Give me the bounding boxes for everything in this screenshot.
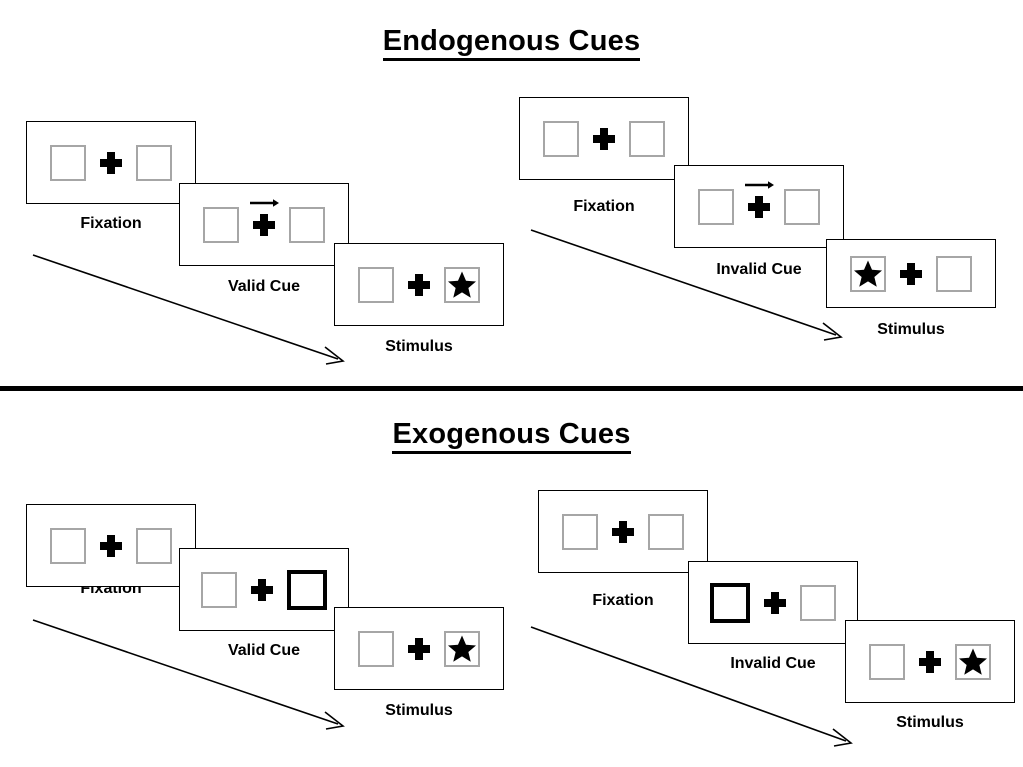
caption-exogenous-valid-stimulus: Stimulus [385,702,453,719]
right-placeholder-box [936,255,972,292]
right-placeholder-box [800,584,836,621]
left-placeholder-box [543,120,579,157]
panel-endogenous-valid-cue[interactable] [179,183,349,266]
right-placeholder-box [136,527,172,564]
left-placeholder-box [698,188,734,225]
plus-icon [919,650,941,673]
plus-icon [900,262,922,285]
caption-exogenous-invalid-fixation: Fixation [592,592,654,609]
caption-exogenous-invalid-stimulus: Stimulus [896,714,964,731]
star-icon [854,260,882,287]
endogenous-section-title: Endogenous Cues [0,25,1023,61]
right-placeholder-box [289,206,325,243]
exogenous-title-text: Exogenous Cues [392,418,631,454]
star-icon [448,271,476,298]
right-target-box [955,643,991,680]
caption-endogenous-invalid-cue: Invalid Cue [716,261,802,278]
endogenous-title-text: Endogenous Cues [382,25,641,61]
left-placeholder-box [50,527,86,564]
panel-endogenous-invalid-stimulus[interactable] [826,239,996,308]
panel-endogenous-valid-stimulus[interactable] [334,243,504,326]
caption-endogenous-invalid-fixation: Fixation [573,198,635,215]
left-cue-box [710,582,750,623]
plus-icon [250,198,279,236]
right-cue-box [287,569,327,610]
panel-exogenous-invalid-cue[interactable] [688,561,858,644]
caption-endogenous-valid-cue: Valid Cue [227,278,301,295]
arrow-right-icon [745,180,774,189]
left-target-box [850,255,886,292]
panel-endogenous-valid-fixation[interactable] [26,121,196,204]
panel-endogenous-invalid-cue[interactable] [674,165,844,248]
panel-exogenous-invalid-fixation[interactable] [538,490,708,573]
caption-exogenous-invalid-cue: Invalid Cue [730,655,816,672]
plus-icon [593,127,615,150]
left-placeholder-box [358,630,394,667]
caption-exogenous-valid-cue: Valid Cue [227,642,301,659]
caption-endogenous-valid-fixation: Fixation [80,215,142,232]
left-placeholder-box [358,266,394,303]
panel-exogenous-valid-cue[interactable] [179,548,349,631]
caption-endogenous-invalid-stimulus: Stimulus [877,321,945,338]
plus-icon [745,180,774,218]
caption-endogenous-valid-stimulus: Stimulus [385,338,453,355]
right-placeholder-box [136,144,172,181]
star-icon [448,635,476,662]
right-placeholder-box [648,513,684,550]
right-placeholder-box [629,120,665,157]
arrow-right-icon [250,198,279,207]
left-placeholder-box [562,513,598,550]
section-divider [0,386,1023,391]
panel-exogenous-invalid-stimulus[interactable] [845,620,1015,703]
plus-icon [251,578,273,601]
plus-icon [408,637,430,660]
plus-icon [764,591,786,614]
plus-icon [408,273,430,296]
panel-exogenous-valid-stimulus[interactable] [334,607,504,690]
left-placeholder-box [50,144,86,181]
left-placeholder-box [201,571,237,608]
left-placeholder-box [869,643,905,680]
panel-endogenous-invalid-fixation[interactable] [519,97,689,180]
right-target-box [444,630,480,667]
left-placeholder-box [203,206,239,243]
star-icon [959,648,987,675]
plus-icon [612,520,634,543]
plus-icon [100,151,122,174]
right-target-box [444,266,480,303]
plus-icon [100,534,122,557]
exogenous-section-title: Exogenous Cues [0,418,1023,454]
right-placeholder-box [784,188,820,225]
panel-exogenous-valid-fixation[interactable] [26,504,196,587]
